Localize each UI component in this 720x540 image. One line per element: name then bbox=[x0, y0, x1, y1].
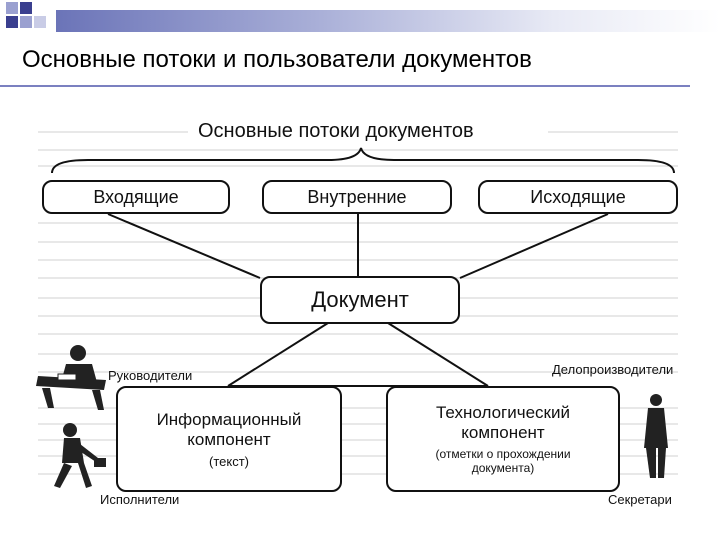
tech-component-note2: документа) bbox=[471, 461, 535, 475]
info-component-box: Информационный компонент (текст) bbox=[116, 386, 342, 492]
outgoing-flow-label: Исходящие bbox=[530, 186, 626, 207]
secretaries-label: Секретари bbox=[608, 492, 672, 507]
outgoing-flow-box: Исходящие bbox=[478, 180, 678, 214]
managers-label: Руководители bbox=[108, 368, 193, 383]
tech-component-note1: (отметки о прохождении bbox=[435, 447, 571, 461]
executors-label: Исполнители bbox=[100, 492, 180, 507]
title-underline bbox=[0, 85, 690, 87]
decorative-squares bbox=[6, 2, 46, 28]
slide-title: Основные потоки и пользователи документо… bbox=[22, 46, 532, 73]
document-box: Документ bbox=[260, 276, 460, 324]
incoming-flow-label: Входящие bbox=[93, 186, 179, 207]
info-component-line2: компонент bbox=[187, 429, 271, 449]
tech-component-line2: компонент bbox=[461, 423, 545, 442]
diagram-header: Основные потоки документов bbox=[198, 120, 474, 142]
manager-figure-icon bbox=[36, 345, 106, 410]
info-component-line1: Информационный bbox=[156, 409, 302, 429]
incoming-flow-box: Входящие bbox=[42, 180, 230, 214]
info-component-note: (текст) bbox=[209, 453, 249, 469]
internal-flow-box: Внутренние bbox=[262, 180, 452, 214]
clerks-label: Делопроизводители bbox=[552, 362, 674, 377]
header-gradient-bar bbox=[56, 10, 720, 32]
executor-figure-icon bbox=[54, 423, 106, 488]
document-label: Документ bbox=[311, 287, 409, 312]
tech-component-line1: Технологический bbox=[436, 403, 570, 422]
tech-component-box: Технологический компонент (отметки о про… bbox=[386, 386, 620, 492]
internal-flow-label: Внутренние bbox=[307, 186, 407, 207]
secretary-figure-icon bbox=[644, 394, 668, 478]
diagram-scan: Основные потоки документов Входящие Внут… bbox=[28, 118, 694, 513]
